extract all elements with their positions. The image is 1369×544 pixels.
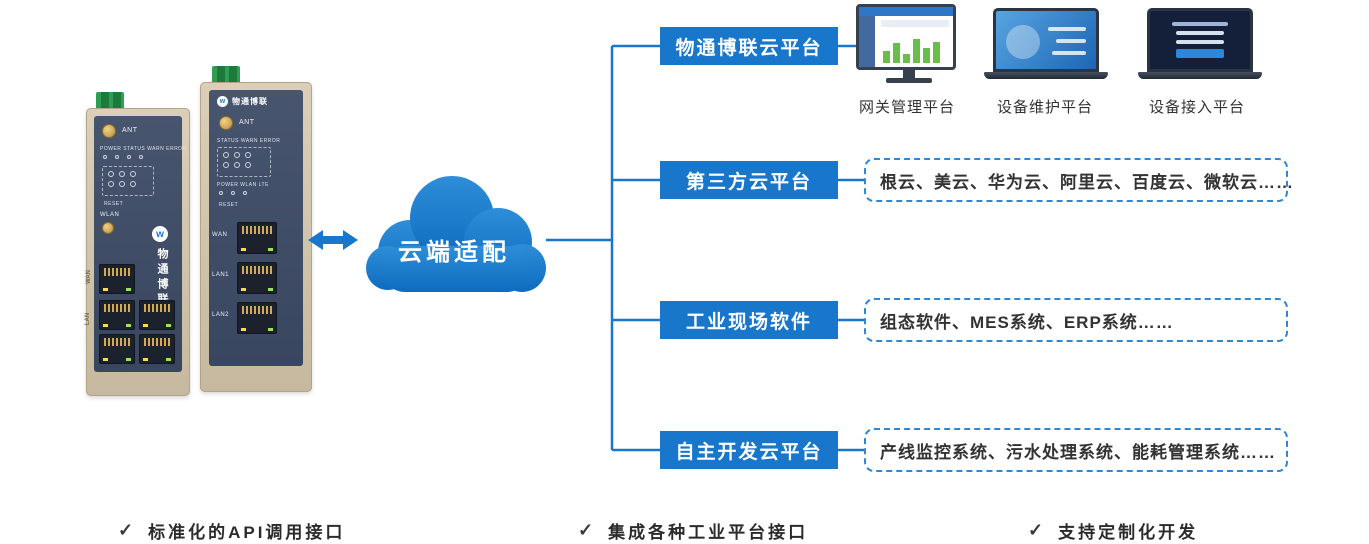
cloud-icon [366, 176, 546, 292]
industrial-router-left: ANT POWER STATUS WARN ERROR RESET WLAN w… [85, 92, 190, 396]
cloud-label: 云端适配 [398, 239, 510, 266]
led-labels: POWER STATUS WARN ERROR [100, 146, 187, 152]
device-brand-header: w 物通博联 [217, 96, 268, 107]
power-terminal-block [212, 66, 240, 86]
ethernet-port-wan [237, 222, 277, 254]
branch-box-self-developed: 自主开发云平台 [660, 431, 838, 469]
ethernet-port-lan [99, 334, 135, 364]
led-indicators-icon [219, 191, 247, 195]
industrial-router-right: w 物通博联 ANT STATUS WARN ERROR POWER WLAN … [200, 66, 312, 392]
footer-feature-text: 支持定制化开发 [1058, 523, 1199, 542]
silkscreen-diagram [217, 147, 271, 177]
wan-rail-label: WAN [86, 270, 92, 284]
ethernet-port-lan [139, 300, 175, 330]
laptop-illustration-maintenance [984, 8, 1108, 79]
self-developed-list: 产线监控系统、污水处理系统、能耗管理系统…… [864, 428, 1288, 472]
footer-feature-text: 集成各种工业平台接口 [608, 523, 809, 542]
reset-label: RESET [104, 201, 124, 207]
branch-box-wlink-cloud: 物通博联云平台 [660, 27, 838, 65]
check-icon: ✓ [1028, 520, 1047, 540]
check-icon: ✓ [118, 520, 137, 540]
branch-box-thirdparty: 第三方云平台 [660, 161, 838, 199]
cloud-shape: 云端适配 [352, 160, 556, 316]
silkscreen-diagram [102, 166, 154, 196]
brand-name-vertical: 物通博联 [156, 248, 168, 308]
footer-feature-api: ✓ 标准化的API调用接口 [118, 518, 345, 543]
ethernet-port-wan [99, 264, 135, 294]
reset-label: RESET [219, 202, 239, 208]
device-faceplate: w 物通博联 ANT STATUS WARN ERROR POWER WLAN … [209, 90, 303, 366]
brand-name: 物通博联 [232, 97, 268, 106]
antenna-connector-icon [219, 116, 233, 130]
device-faceplate: ANT POWER STATUS WARN ERROR RESET WLAN w… [85, 116, 186, 372]
check-icon: ✓ [578, 520, 597, 540]
platform-label-device-access: 设备接入平台 [1148, 99, 1245, 116]
laptop-screen [1147, 8, 1253, 72]
led-labels: STATUS WARN ERROR [217, 138, 281, 144]
branch-box-industrial-sw: 工业现场软件 [660, 301, 838, 339]
led-indicators-icon [103, 155, 143, 159]
wlan-antenna-connector-icon [102, 222, 114, 234]
brand-logo-icon: w [152, 226, 168, 242]
laptop-illustration-access [1138, 8, 1262, 79]
monitor-screen [856, 4, 956, 70]
monitor-illustration [856, 4, 962, 83]
ethernet-port-lan [139, 334, 175, 364]
ant-label: ANT [239, 119, 255, 126]
industrial-sw-list: 组态软件、MES系统、ERP系统…… [864, 298, 1288, 342]
ethernet-port-lan2 [237, 302, 277, 334]
ethernet-port-lan [99, 300, 135, 330]
mini-bar-chart-icon [883, 39, 940, 63]
platform-label-gateway-mgmt: 网关管理平台 [858, 99, 955, 116]
lan2-port-label: LAN2 [212, 312, 230, 318]
footer-feature-text: 标准化的API调用接口 [148, 523, 346, 542]
lan-rail-label: LAN [85, 312, 92, 326]
footer-feature-customization: ✓ 支持定制化开发 [1028, 518, 1198, 543]
double-arrow-icon [308, 230, 358, 250]
ant-label: ANT [122, 127, 138, 134]
antenna-connector-icon [102, 124, 116, 138]
wlan-label: WLAN [100, 212, 120, 218]
power-terminal-block [96, 92, 124, 112]
footer-feature-integration: ✓ 集成各种工业平台接口 [578, 518, 808, 543]
ethernet-port-lan1 [237, 262, 277, 294]
brand-logo-icon: w [217, 96, 228, 107]
platform-label-device-maint: 设备维护平台 [996, 99, 1093, 116]
lan1-port-label: LAN1 [212, 272, 230, 278]
led-labels-2: POWER WLAN LTE [217, 182, 269, 188]
wan-port-label: WAN [212, 232, 228, 238]
thirdparty-cloud-list: 根云、美云、华为云、阿里云、百度云、微软云…… [864, 158, 1293, 202]
laptop-screen [993, 8, 1099, 72]
